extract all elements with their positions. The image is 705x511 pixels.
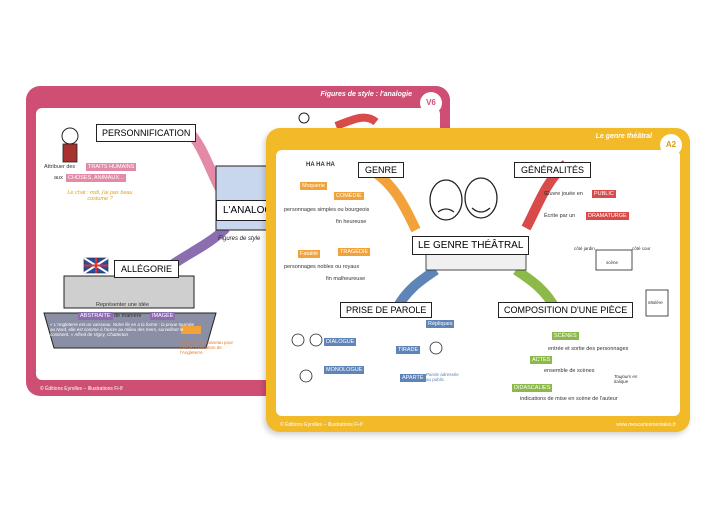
laugh-text: HA HA HA [306, 162, 335, 168]
card-header: Le genre théâtral [595, 133, 652, 140]
tragedie-text-2: fin malheureuse [326, 276, 366, 282]
allegorie-text-2: de manière [114, 313, 142, 319]
monologue-tag: MONOLOGUE [324, 366, 365, 374]
scenes-text: entrée et sortie des personnages [548, 346, 629, 352]
generalites-text-2: Écrite par un [544, 213, 576, 219]
actes-tag: ACTES [530, 356, 553, 364]
prise-de-parole-box: PRISE DE PAROLE [340, 302, 433, 318]
card-content: HA HA HA GENRE Moquerie COMÉDIE personna… [276, 150, 680, 416]
italic-note: Toujours en italique [614, 374, 638, 384]
allegorie-box: ALLÉGORIE [114, 260, 180, 278]
book-label: Molière [648, 300, 663, 305]
aparte-note: Parole adressée au public [426, 372, 459, 382]
card-header: Figures de style : l'analogie [320, 91, 412, 98]
dramaturge-tag: DRAMATURGE [586, 212, 629, 220]
personnification-text-2: aux [54, 175, 63, 181]
tragedie-tag: TRAGÉDIE [338, 248, 371, 256]
aparte-tag: APARTÉ [400, 374, 426, 382]
personnification-tag-1: TRAITS HUMAINS [86, 163, 137, 171]
card-footer-right: www.mescartesmentales.fr [616, 422, 676, 428]
public-tag: PUBLIC [592, 190, 616, 198]
scene-label: scène [606, 260, 619, 265]
card-footer-left: © Éditions Eyrolles – Illustrations Fi-l… [280, 422, 363, 428]
actes-text: ensemble de scènes [544, 368, 595, 374]
fatalite-tag: Fatalité [298, 250, 321, 258]
allegorie-text-1: Représenter une idée [96, 302, 149, 308]
scroll-label: Figures de style [218, 236, 261, 242]
didascalies-text: indications de mise en scène de l'auteur [520, 396, 618, 402]
personnification-quote: Le chat : mdi, j'ai pas beau costume ? [67, 190, 133, 202]
allegorie-note: Allégorie du vaisseau pour dire la domin… [180, 340, 234, 355]
comedie-text-1: personnages simples ou bourgeois [284, 207, 370, 213]
theatre-central-node: LE GENRE THÉÂTRAL [412, 236, 530, 255]
personnification-text-1: Attribuer des [44, 164, 76, 170]
tirade-tag: TIRADE [396, 346, 421, 354]
generalites-text-1: Œuvre jouée en [544, 191, 583, 197]
allegorie-tag-2: IMAGÉE [150, 312, 176, 320]
didascalies-tag: DIDASCALIES [512, 384, 553, 392]
jardin-label: côté jardin [574, 246, 595, 251]
genre-box: GENRE [358, 162, 405, 178]
scenes-tag: SCÈNES [552, 332, 579, 340]
composition-box: COMPOSITION D'UNE PIÈCE [498, 302, 634, 318]
card-footer: © Éditions Eyrolles – Illustrations Fi-l… [40, 386, 123, 392]
repliques-tag: Répliques [426, 320, 455, 328]
personnification-box: PERSONNIFICATION [96, 124, 197, 142]
moquerie-tag: Moquerie [300, 182, 327, 190]
allegorie-tag-1: ABSTRAITE [78, 312, 113, 320]
cour-label: côté cour [632, 246, 651, 251]
theatre-card[interactable]: Le genre théâtral A2 HA HA HA GENRE [266, 128, 690, 432]
comedie-text-2: fin heureuse [336, 219, 367, 225]
allegorie-quote: « L'Angleterre est un vaisseau. Notre îl… [50, 322, 194, 337]
branches [43, 112, 379, 349]
generalites-box: GÉNÉRALITÉS [514, 162, 592, 178]
comedie-tag: COMÉDIE [334, 192, 364, 200]
tragedie-text-1: personnages nobles ou royaux [284, 264, 360, 270]
personnification-tag-2: CHOSES, ANIMAUX... [66, 174, 126, 182]
dialogue-tag: DIALOGUE [324, 338, 357, 346]
